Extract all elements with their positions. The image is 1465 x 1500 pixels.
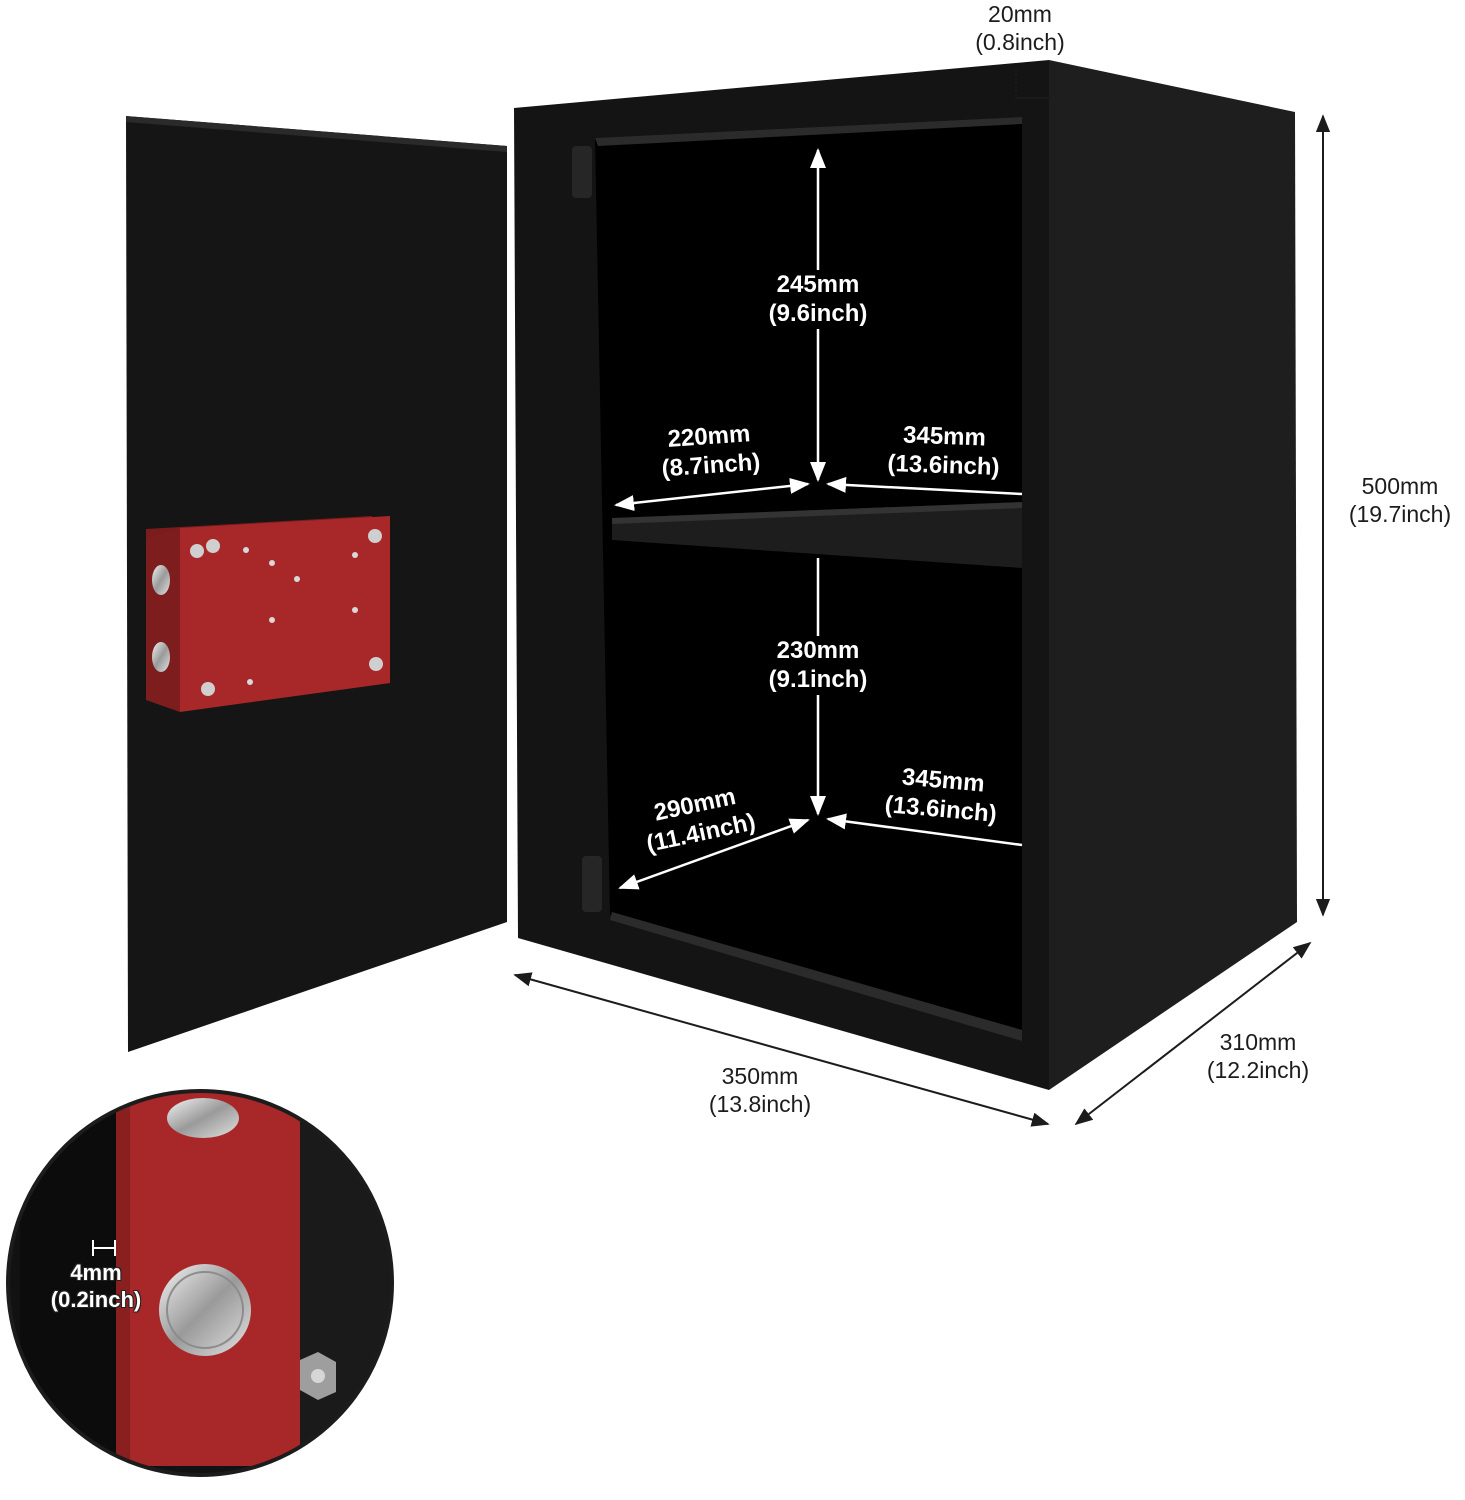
width-arrow xyxy=(513,972,1050,1127)
bolt-gap-label: 4mm (0.2inch) xyxy=(50,1260,142,1312)
outer-arrows xyxy=(513,70,1331,1127)
width-label: 350mm (13.8inch) xyxy=(708,1063,812,1118)
height-label: 500mm (19.7inch) xyxy=(1348,473,1452,528)
upper-depth-label: 220mm (8.7inch) xyxy=(660,420,762,483)
lower-height-label: 230mm (9.1inch) xyxy=(742,636,894,695)
safe-body xyxy=(514,60,1297,1090)
lock-box-icon xyxy=(146,516,390,712)
depth-label: 310mm (12.2inch) xyxy=(1206,1029,1310,1084)
locking-bolt-icon xyxy=(159,1264,251,1356)
upper-depth-arrow xyxy=(614,478,810,511)
wall-thickness-label: 20mm (0.8inch) xyxy=(975,1,1065,56)
lower-width-arrow xyxy=(826,813,1023,847)
depth-arrow xyxy=(1074,941,1312,1126)
lower-depth-arrow xyxy=(618,818,810,890)
upper-width-label: 345mm (13.6inch) xyxy=(887,421,1000,482)
upper-height-label: 245mm (9.6inch) xyxy=(742,270,894,329)
upper-width-arrow xyxy=(826,476,1023,496)
